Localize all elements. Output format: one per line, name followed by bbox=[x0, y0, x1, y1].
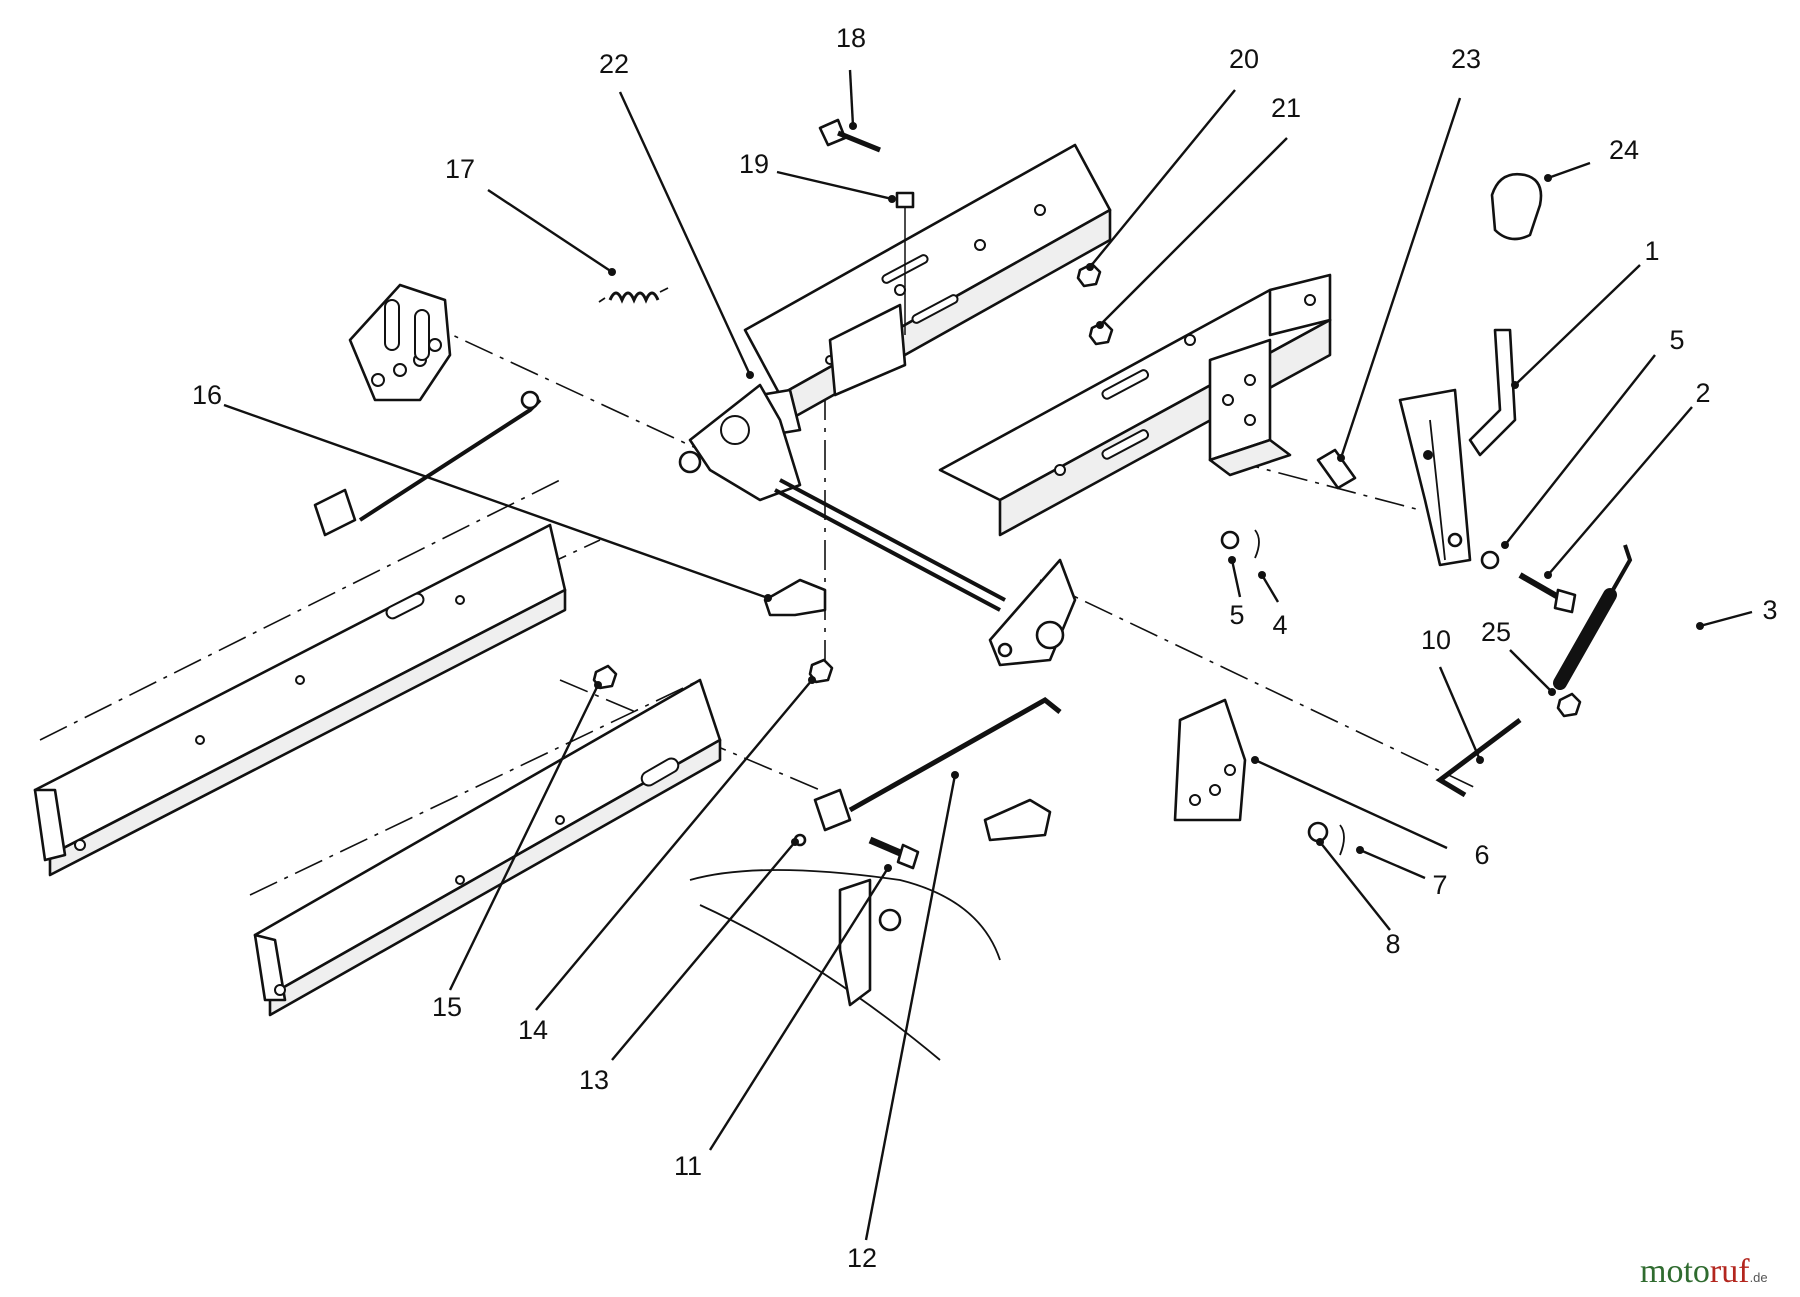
lift-shaft-assembly bbox=[678, 383, 1077, 667]
left-frame-rail bbox=[33, 523, 567, 877]
callout-3: 3 bbox=[1762, 595, 1777, 625]
callout-14: 14 bbox=[518, 1015, 548, 1045]
washer bbox=[1307, 821, 1329, 843]
left-lift-rod bbox=[313, 390, 542, 537]
small-hardware bbox=[313, 118, 1633, 870]
threaded-rod bbox=[1435, 718, 1522, 798]
callout-1: 1 bbox=[1644, 236, 1659, 266]
callout-13: 13 bbox=[579, 1065, 609, 1095]
callout-18: 18 bbox=[836, 23, 866, 53]
height-adjust-plate bbox=[348, 283, 452, 402]
upper-frame-channel bbox=[743, 143, 1112, 437]
hex-bolt bbox=[1518, 572, 1577, 614]
callout-21: 21 bbox=[1271, 93, 1301, 123]
callout-7: 7 bbox=[1432, 870, 1447, 900]
clevis-bolt bbox=[868, 836, 920, 870]
lift-rod bbox=[813, 696, 1062, 832]
callout-4: 4 bbox=[1272, 610, 1287, 640]
callout-5-upper: 5 bbox=[1669, 325, 1684, 355]
callout-19: 19 bbox=[739, 149, 769, 179]
bolt bbox=[818, 118, 881, 153]
callout-labels: 1 2 3 4 5 5 6 7 8 10 11 12 13 14 15 16 1… bbox=[192, 23, 1778, 1273]
watermark-text: motoruf.de bbox=[1640, 1253, 1768, 1290]
washer bbox=[1480, 550, 1500, 570]
lower-frame-rail bbox=[253, 678, 722, 1017]
callout-20: 20 bbox=[1229, 44, 1259, 74]
sleeve bbox=[1316, 448, 1357, 490]
cotter-pin bbox=[1254, 529, 1260, 559]
lift-link bbox=[1173, 698, 1247, 822]
callout-25: 25 bbox=[1481, 617, 1511, 647]
adjustment-rod bbox=[1553, 544, 1633, 690]
nut bbox=[808, 658, 834, 684]
watermark-logo: motoruf.de bbox=[1640, 1253, 1768, 1290]
callout-8: 8 bbox=[1385, 929, 1400, 959]
saddle-clip-lower bbox=[983, 798, 1052, 842]
watermark-accent: ruf bbox=[1710, 1253, 1750, 1290]
saddle-clip bbox=[763, 578, 827, 617]
callout-17: 17 bbox=[445, 154, 475, 184]
right-frame-channel bbox=[938, 273, 1332, 537]
leader-lines bbox=[223, 69, 1753, 1241]
lift-handle bbox=[1398, 172, 1543, 567]
mower-deck-outline bbox=[689, 869, 1001, 1061]
watermark-suffix: .de bbox=[1750, 1270, 1768, 1285]
callout-12: 12 bbox=[847, 1243, 877, 1273]
spring bbox=[598, 287, 669, 304]
callout-6: 6 bbox=[1474, 840, 1489, 870]
callout-16: 16 bbox=[192, 380, 222, 410]
small-bolt bbox=[895, 191, 915, 335]
mounting-bracket bbox=[1208, 338, 1292, 477]
callout-2: 2 bbox=[1695, 378, 1710, 408]
washer bbox=[1220, 530, 1240, 550]
jam-nut bbox=[1556, 692, 1582, 718]
hair-pin bbox=[1339, 824, 1345, 856]
callout-23: 23 bbox=[1451, 44, 1481, 74]
callout-10: 10 bbox=[1421, 625, 1451, 655]
watermark-main: moto bbox=[1640, 1253, 1710, 1290]
leader-dots bbox=[594, 122, 1704, 872]
callout-15: 15 bbox=[432, 992, 462, 1022]
callout-5-lower: 5 bbox=[1229, 600, 1244, 630]
callout-24: 24 bbox=[1609, 135, 1639, 165]
callout-11: 11 bbox=[674, 1151, 702, 1181]
callout-22: 22 bbox=[599, 49, 629, 79]
